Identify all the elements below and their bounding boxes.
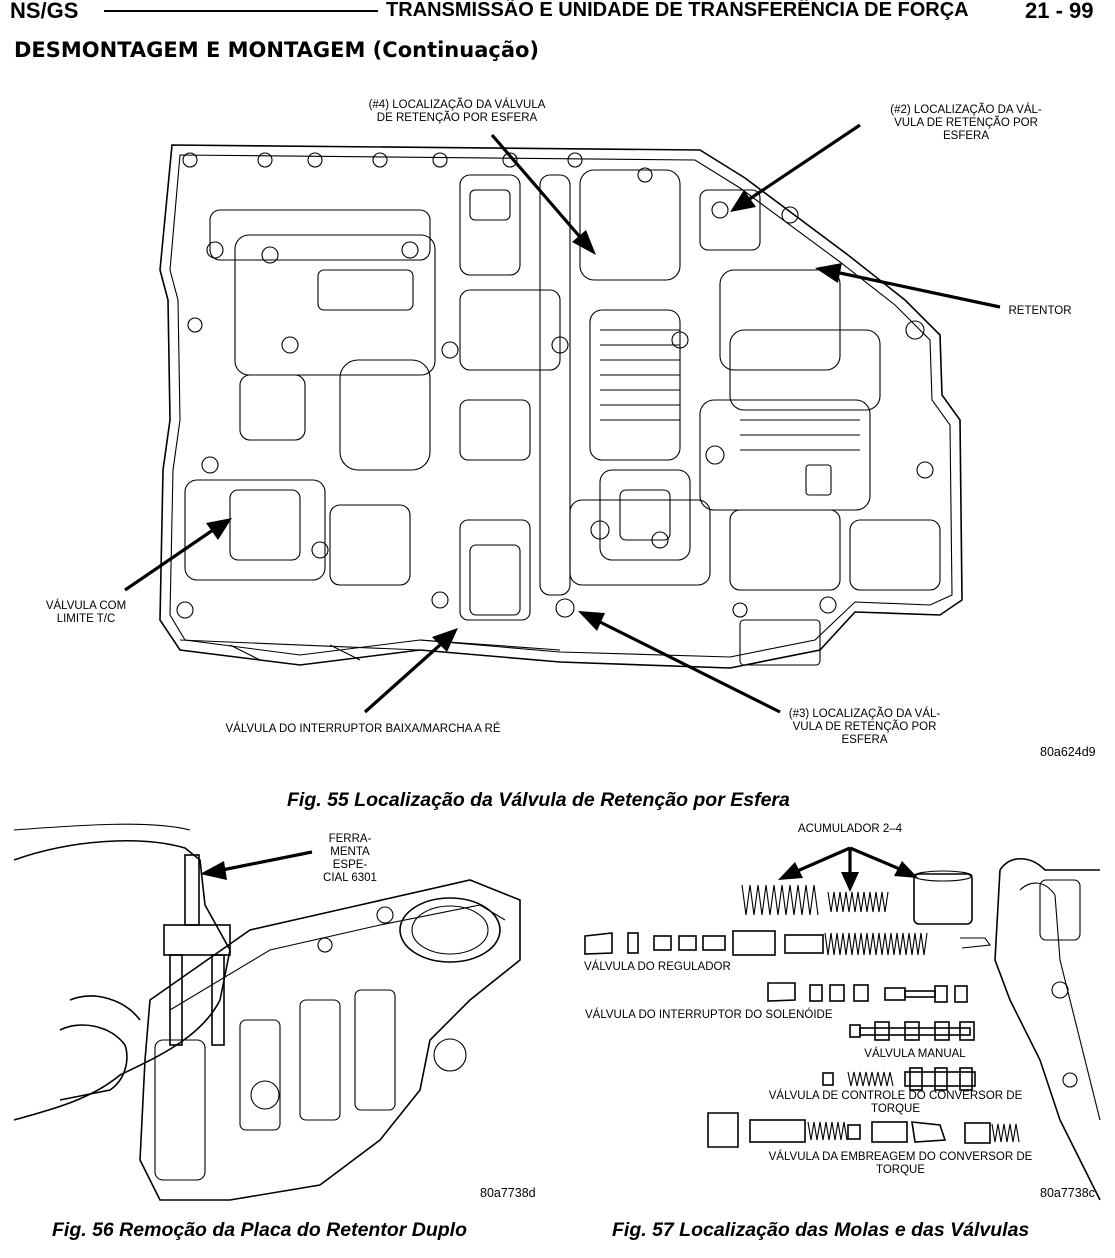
fig57-label-solenoid-switch: VÁLVULA DO INTERRUPTOR DO SOLENÓIDE <box>585 1009 833 1021</box>
fig56-tool-label: FERRA- MENTA ESPE- CIAL 6301 <box>323 833 377 884</box>
header-left: NS/GS <box>10 0 79 23</box>
fig57-springs-valves-drawing <box>584 846 1101 1201</box>
fig55-label-check4: (#4) LOCALIZAÇÃO DA VÁLVULA DE RETENÇÃO … <box>368 99 546 124</box>
fig55-valve-body-drawing <box>124 123 1001 714</box>
header-rule <box>104 10 378 12</box>
fig57-caption: Fig. 57 Localização das Molas e das Válv… <box>612 1219 1030 1241</box>
fig57-label-accumulator: ACUMULADOR 2–4 <box>797 823 903 835</box>
fig57-code: 80a7738c <box>1040 1186 1095 1200</box>
header-title: TRANSMISSÃO E UNIDADE DE TRANSFERÊNCIA D… <box>386 0 969 21</box>
fig56-code: 80a7738d <box>480 1186 536 1200</box>
fig56-caption: Fig. 56 Remoção da Placa do Retentor Dup… <box>52 1219 467 1241</box>
fig55-label-tc-limit: VÁLVULA COM LIMITE T/C <box>45 600 127 625</box>
fig55-label-check2: (#2) LOCALIZAÇÃO DA VÁL- VULA DE RETENÇÃ… <box>890 104 1042 142</box>
fig55-label-check3: (#3) LOCALIZAÇÃO DA VÁL- VULA DE RETENÇÃ… <box>788 708 941 746</box>
fig56-retainer-plate-drawing <box>13 823 521 1201</box>
fig55-label-retainer: RETENTOR <box>1008 305 1072 317</box>
fig55-label-low-reverse: VÁLVULA DO INTERRUPTOR BAIXA/MARCHA A RÉ <box>225 723 501 735</box>
fig57-label-converter-control: VÁLVULA DE CONTROLE DO CONVERSOR DE TORQ… <box>768 1090 1023 1115</box>
fig55-caption: Fig. 55 Localização da Válvula de Retenç… <box>287 789 790 811</box>
fig57-label-regulator: VÁLVULA DO REGULADOR <box>584 961 731 973</box>
page-number: 21 - 99 <box>1025 0 1094 23</box>
fig57-label-converter-clutch: VÁLVULA DA EMBREAGEM DO CONVERSOR DE TOR… <box>768 1151 1033 1176</box>
fig55-code: 80a624d9 <box>1040 745 1096 759</box>
fig57-label-manual: VÁLVULA MANUAL <box>864 1048 966 1060</box>
section-title: DESMONTAGEM E MONTAGEM (Continuação) <box>14 38 540 62</box>
